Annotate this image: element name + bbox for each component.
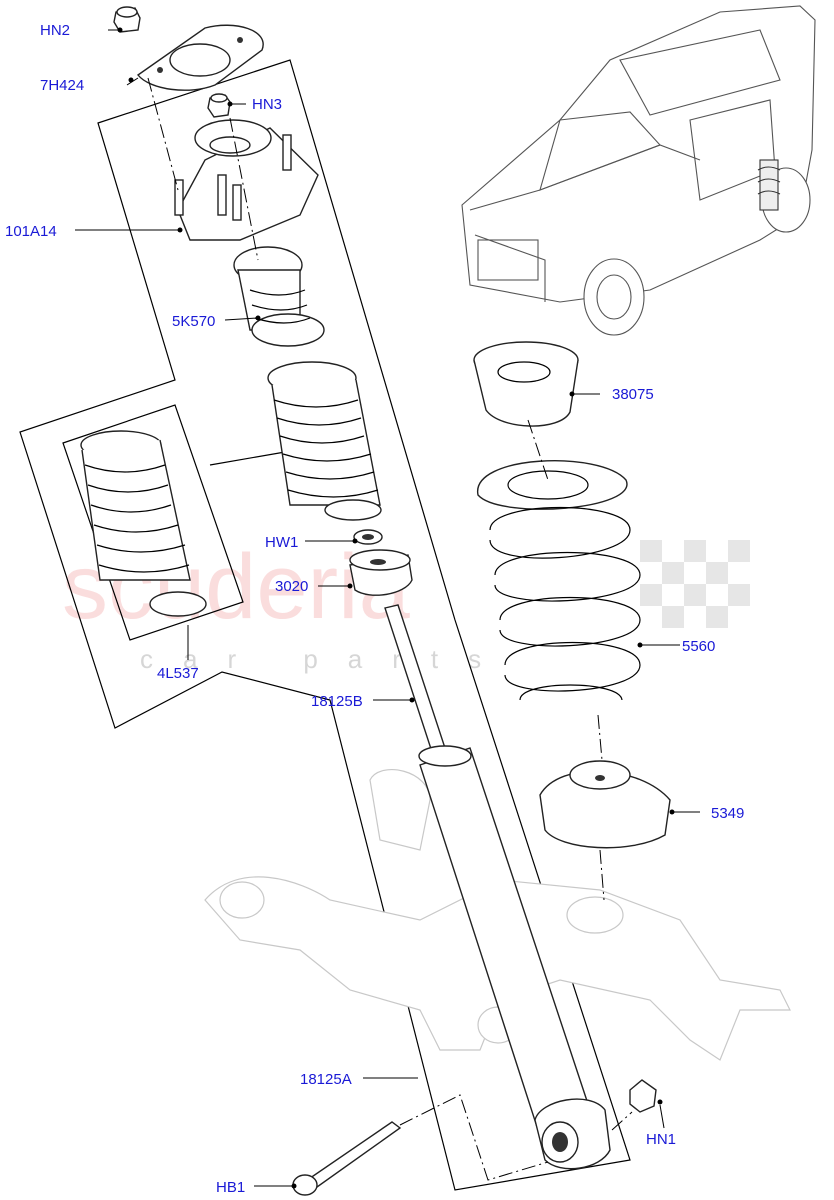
callout-5349[interactable]: 5349 — [711, 805, 744, 822]
5k570-bump-stop — [233, 246, 325, 347]
callout-5560[interactable]: 5560 — [682, 638, 715, 655]
101a14-mount — [174, 119, 319, 241]
callout-hn2[interactable]: HN2 — [40, 22, 70, 39]
hw1-washer — [353, 529, 383, 545]
hb1-bolt — [292, 1121, 402, 1196]
callout-38075[interactable]: 38075 — [612, 386, 654, 403]
damper — [384, 604, 611, 1170]
callout-5k570[interactable]: 5K570 — [172, 313, 215, 330]
dust-boot — [267, 361, 382, 521]
callout-hb1[interactable]: HB1 — [216, 1179, 245, 1196]
watermark-sub: car parts — [140, 644, 511, 674]
callout-3020[interactable]: 3020 — [275, 578, 308, 595]
watermark: scuderia car parts — [62, 536, 750, 674]
4l537-boot-alt — [80, 430, 207, 617]
centerlines — [147, 77, 633, 1181]
hn1-nut — [629, 1079, 657, 1113]
5560-spring — [477, 460, 641, 701]
callout-hn3[interactable]: HN3 — [252, 96, 282, 113]
callout-101a14[interactable]: 101A14 — [5, 223, 57, 240]
hn3-nut — [207, 93, 231, 118]
hn2-nut — [113, 6, 141, 33]
callout-18125a[interactable]: 18125A — [300, 1071, 352, 1088]
callout-4l537[interactable]: 4L537 — [157, 665, 199, 682]
callout-7h424[interactable]: 7H424 — [40, 77, 84, 94]
callout-18125b[interactable]: 18125B — [311, 693, 363, 710]
38075-seat — [473, 341, 579, 427]
watermark-flag — [640, 540, 750, 628]
vehicle-illustration — [461, 5, 816, 336]
callout-hn1[interactable]: HN1 — [646, 1131, 676, 1148]
5349-lower-seat — [539, 760, 671, 849]
7h424-gasket — [136, 24, 264, 91]
3020-bush — [349, 549, 413, 596]
leader-dots — [117, 27, 675, 1189]
callout-hw1[interactable]: HW1 — [265, 534, 298, 551]
callout-labels: HN2 7H424 HN3 101A14 5K570 38075 HW1 302… — [5, 22, 744, 1196]
